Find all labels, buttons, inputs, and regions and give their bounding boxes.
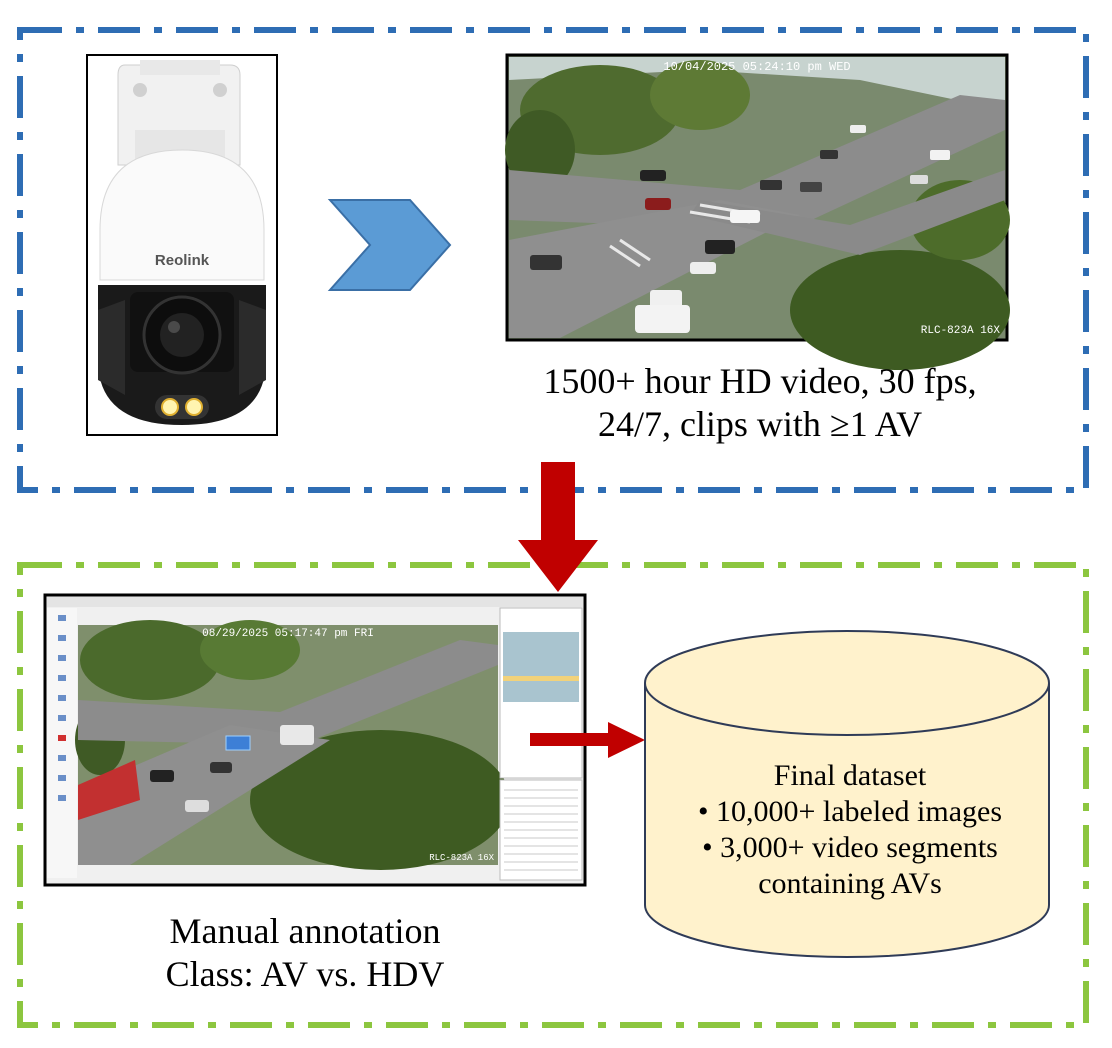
camera-illustration: Reolink [86,54,278,436]
video-camera-label: RLC-823A 16X [921,325,1001,337]
annotation-caption-line1: Manual annotation [169,911,441,951]
dataset-bullet-segments-cont: containing AVs [758,867,942,900]
annotation-tool-screenshot: 08/29/2025 05:17:47 pm FRI RLC-823A 16X [43,593,587,887]
right-arrow-icon [530,722,645,758]
annotation-caption-line2: Class: AV vs. HDV [165,954,445,995]
dataset-bullet-images: • 10,000+ labeled images [697,795,1002,828]
capture-caption-line2: 24/7, clips with ≥1 AV [597,404,923,445]
annotation-timestamp: 08/29/2025 05:17:47 pm FRI [202,628,374,640]
annotation-stage-border [17,562,1089,1028]
down-arrow-icon [518,462,598,592]
capture-caption: 1500+ hour HD video, 30 fps, 24/7, clips… [480,360,1040,446]
dataset-cylinder [644,630,1050,958]
annotation-caption: Manual annotation Class: AV vs. HDV [110,910,500,996]
dataset-bullet-segments: • 3,000+ video segments [702,831,998,864]
dataset-description: Final dataset • 10,000+ labeled images •… [650,758,1050,902]
dataset-title: Final dataset [773,759,927,792]
camera-brand-label: Reolink [155,252,210,269]
annotation-camera-label: RLC-823A 16X [429,853,494,863]
chevron-right-icon [327,199,452,291]
intersection-video-frame: 10/04/2025 05:24:10 pm WED RLC-823A 16X [505,53,1010,370]
video-timestamp: 10/04/2025 05:24:10 pm WED [663,60,850,74]
capture-caption-line1: 1500+ hour HD video, 30 fps, [543,361,977,401]
